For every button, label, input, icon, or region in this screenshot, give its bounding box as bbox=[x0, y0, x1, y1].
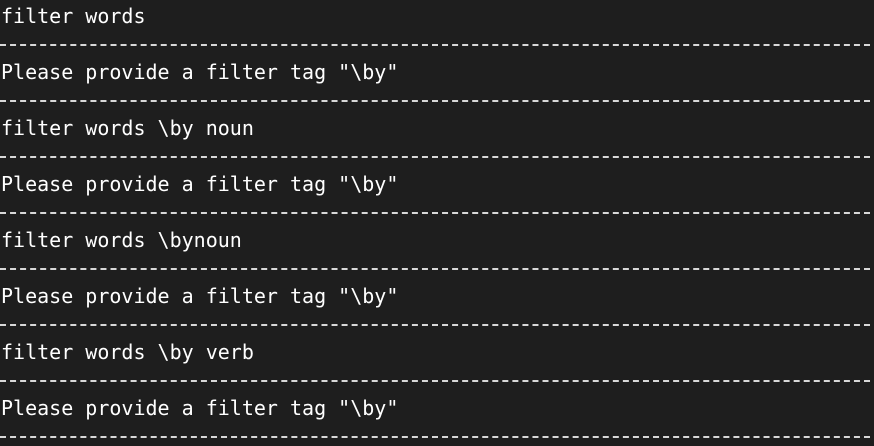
separator-line bbox=[0, 324, 870, 326]
output-line: Please provide a filter tag "\by" bbox=[1, 60, 399, 84]
separator-line bbox=[0, 156, 870, 158]
separator-line bbox=[0, 436, 870, 438]
input-line: filter words \by verb bbox=[1, 340, 254, 364]
output-line: Please provide a filter tag "\by" bbox=[1, 284, 399, 308]
separator-line bbox=[0, 268, 870, 270]
separator-line bbox=[0, 44, 870, 46]
separator-line bbox=[0, 212, 870, 214]
separator-line bbox=[0, 100, 870, 102]
input-line: filter words \bynoun bbox=[1, 228, 242, 252]
output-line: Please provide a filter tag "\by" bbox=[1, 172, 399, 196]
input-line: filter words \by noun bbox=[1, 116, 254, 140]
input-line: filter words bbox=[1, 4, 146, 28]
separator-line bbox=[0, 380, 870, 382]
output-line: Please provide a filter tag "\by" bbox=[1, 396, 399, 420]
